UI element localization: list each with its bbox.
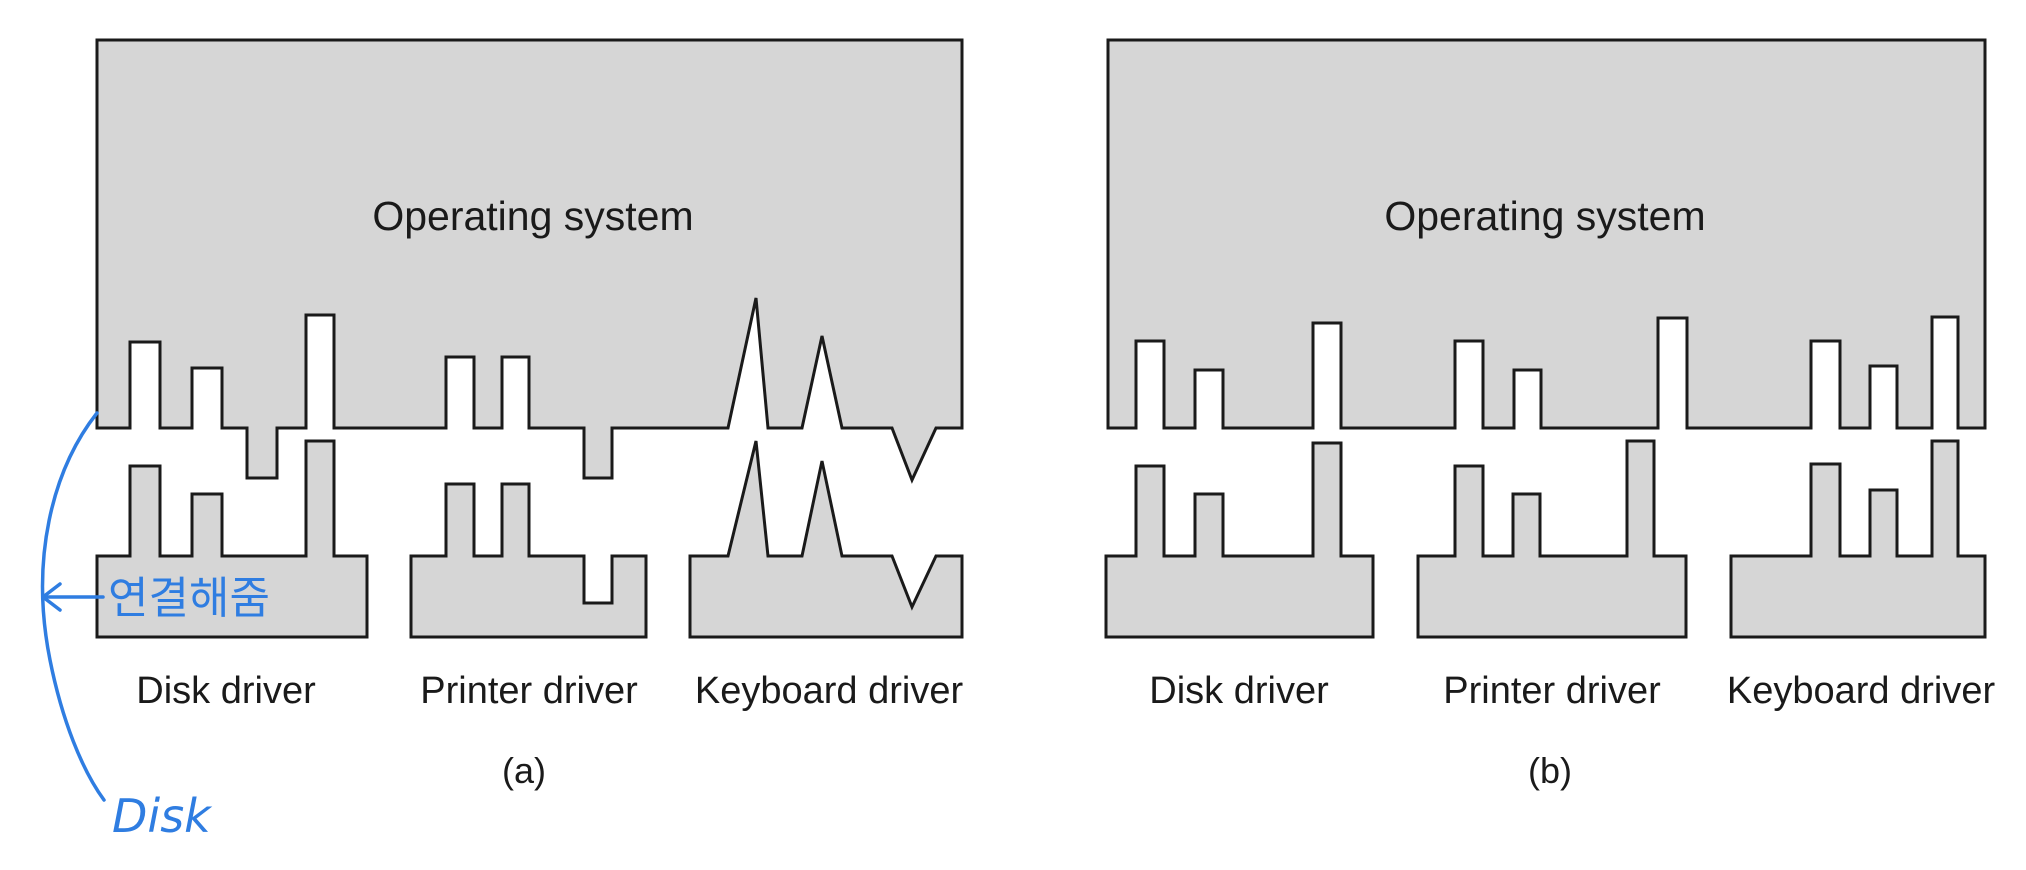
annotation-disk-note: Disk: [112, 789, 213, 843]
panel-a-printer-driver-block: [409, 482, 648, 639]
panel-b-disk-driver-label: Disk driver: [1149, 670, 1329, 712]
panel-a-os-block: [95, 38, 964, 484]
panel-b-keyboard-driver-label: Keyboard driver: [1727, 670, 1996, 712]
handwritten-annotations: 연결해줌 Disk: [40, 411, 270, 843]
panel-a: Operating system Disk driver Printer dri…: [95, 38, 964, 791]
panel-b-keyboard-driver-block: [1729, 439, 1987, 639]
panel-b-os-block: [1106, 38, 1987, 430]
panel-a-printer-driver-label: Printer driver: [420, 670, 638, 712]
panel-b-caption: (b): [1528, 750, 1572, 791]
annotation-arrow-head: [41, 582, 62, 612]
panel-b-disk-driver-block: [1104, 441, 1375, 639]
panel-b-os-label: Operating system: [1384, 193, 1705, 239]
annotation-korean-note: 연결해줌: [108, 573, 270, 624]
annotation-curve: [40, 411, 106, 802]
panel-a-keyboard-driver-block: [688, 440, 964, 639]
panel-a-caption: (a): [502, 750, 546, 791]
panel-b: Operating system Disk driver Printer dri…: [1104, 38, 1996, 791]
panel-a-disk-driver-label: Disk driver: [136, 670, 316, 712]
panel-b-printer-driver-label: Printer driver: [1443, 670, 1661, 712]
panel-b-printer-driver-block: [1416, 439, 1688, 639]
panel-a-keyboard-driver-label: Keyboard driver: [695, 670, 964, 712]
panel-a-os-label: Operating system: [372, 193, 693, 239]
panel-a-disk-driver-block: [95, 439, 369, 639]
